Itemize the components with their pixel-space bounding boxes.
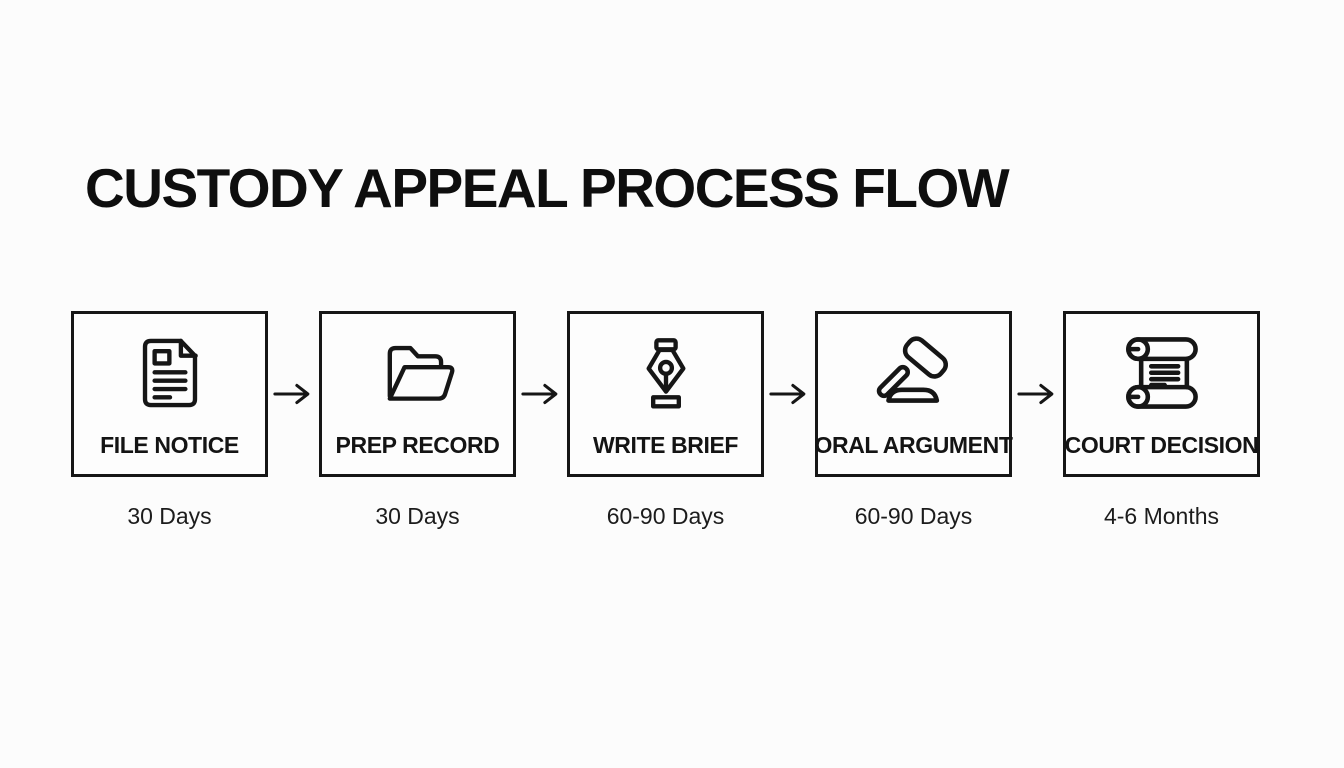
process-flow: FILE NOTICE 30 Days PREP RECORD 30 Days bbox=[71, 311, 1260, 530]
step-write-brief: WRITE BRIEF 60-90 Days bbox=[567, 311, 764, 530]
flow-arrow bbox=[1012, 311, 1063, 477]
step-box: ORAL ARGUMENT bbox=[814, 311, 1013, 477]
step-duration: 60-90 Days bbox=[606, 503, 725, 529]
step-label: PREP RECORD bbox=[335, 432, 500, 458]
pen-nib-icon bbox=[625, 330, 707, 416]
step-box: PREP RECORD bbox=[319, 311, 516, 477]
step-label: WRITE BRIEF bbox=[592, 432, 739, 458]
right-arrow-icon bbox=[1016, 383, 1053, 405]
gavel-icon bbox=[869, 330, 959, 416]
step-duration: 60-90 Days bbox=[854, 503, 973, 529]
step-duration: 30 Days bbox=[127, 503, 212, 529]
step-label: COURT DECISION bbox=[1064, 432, 1259, 458]
step-box: WRITE BRIEF bbox=[567, 311, 764, 477]
step-file-notice: FILE NOTICE 30 Days bbox=[71, 311, 268, 530]
step-label: FILE NOTICE bbox=[100, 432, 239, 458]
right-arrow-icon bbox=[272, 383, 309, 405]
step-box: FILE NOTICE bbox=[71, 311, 268, 477]
step-court-decision: COURT DECISION 4-6 Months bbox=[1063, 311, 1260, 530]
folder-icon bbox=[374, 330, 462, 416]
flow-arrow bbox=[268, 311, 319, 477]
right-arrow-icon bbox=[520, 383, 557, 405]
step-label: ORAL ARGUMENT bbox=[814, 432, 1013, 458]
step-prep-record: PREP RECORD 30 Days bbox=[319, 311, 516, 530]
step-duration: 4-6 Months bbox=[1103, 503, 1220, 529]
document-icon bbox=[129, 330, 211, 416]
flow-arrow bbox=[516, 311, 567, 477]
flow-arrow bbox=[764, 311, 815, 477]
step-oral-argument: ORAL ARGUMENT 60-90 Days bbox=[814, 311, 1013, 530]
step-box: COURT DECISION bbox=[1063, 311, 1260, 477]
step-duration: 30 Days bbox=[375, 503, 460, 529]
page-title: CUSTODY APPEAL PROCESS FLOW bbox=[85, 157, 1010, 219]
scroll-icon bbox=[1119, 330, 1205, 416]
right-arrow-icon bbox=[768, 383, 805, 405]
